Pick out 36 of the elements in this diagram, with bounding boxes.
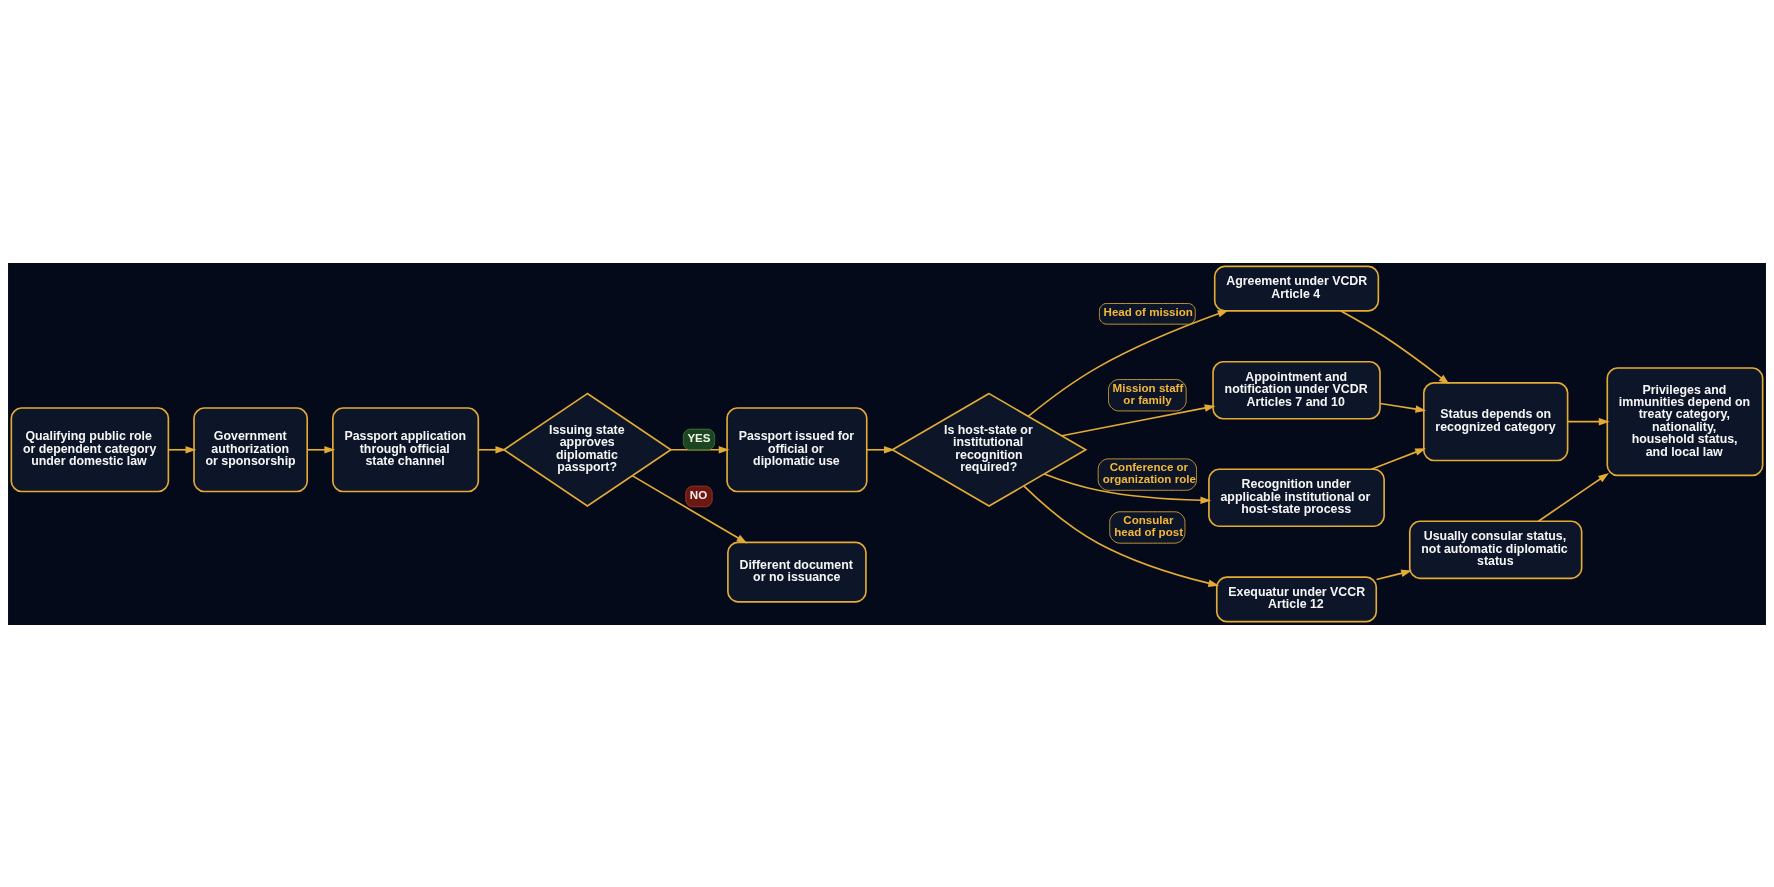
arrow: [1537, 472, 1609, 522]
arrow: [670, 445, 730, 454]
arrow: [1061, 403, 1216, 437]
edge-label: NO: [689, 488, 708, 501]
arrow: [1022, 484, 1220, 587]
node-diamond: Issuing state approves diplomatic passport?: [502, 392, 673, 507]
node-box: Usually consular status, not automatic diplomatic status: [1408, 519, 1583, 579]
edge-label: YES: [687, 431, 711, 444]
node-box: Different document or no issuance: [727, 541, 867, 603]
arrow: [631, 474, 748, 543]
arrow: [865, 445, 895, 454]
arrow: [1375, 569, 1412, 580]
arrow: [1566, 417, 1610, 425]
node-box: Recognition under applicable institutional or host-state process: [1208, 467, 1385, 527]
node-box: Status depends on recognized category: [1422, 381, 1569, 461]
node-box: Government authorization or sponsorship: [193, 406, 309, 492]
node-box: Passport application through official state channel: [332, 406, 480, 492]
edge-label: Consular head of post: [1114, 513, 1184, 538]
arrow: [1340, 309, 1450, 384]
node-box: Agreement under VCDR Article 4: [1213, 265, 1380, 312]
arrow: [1379, 402, 1427, 413]
edge-label: Mission staff or family: [1112, 381, 1184, 406]
arrow: [1027, 309, 1229, 417]
node-box: Exequatur under VCCR Article 12: [1215, 575, 1378, 622]
node-box: Passport issued for official or diplomatic use: [726, 406, 868, 492]
arrow: [167, 445, 197, 454]
arrow: [1370, 447, 1426, 470]
edge-label: Conference or organization role: [1102, 460, 1196, 485]
node-box: Privileges and immunities depend on treaty category, nationality, household status, and local law: [1606, 366, 1764, 476]
node-diamond: Is host-state or institutional recognition required?: [890, 392, 1088, 507]
edge-label: Head of mission: [1103, 305, 1193, 318]
node-box: Appointment and notification under VCDR Articles 7 and 10: [1212, 360, 1381, 420]
arrow: [477, 445, 507, 454]
arrow: [1043, 472, 1212, 504]
arrow: [306, 445, 336, 454]
node-box: Qualifying public role or dependent category under domestic law: [10, 406, 170, 492]
